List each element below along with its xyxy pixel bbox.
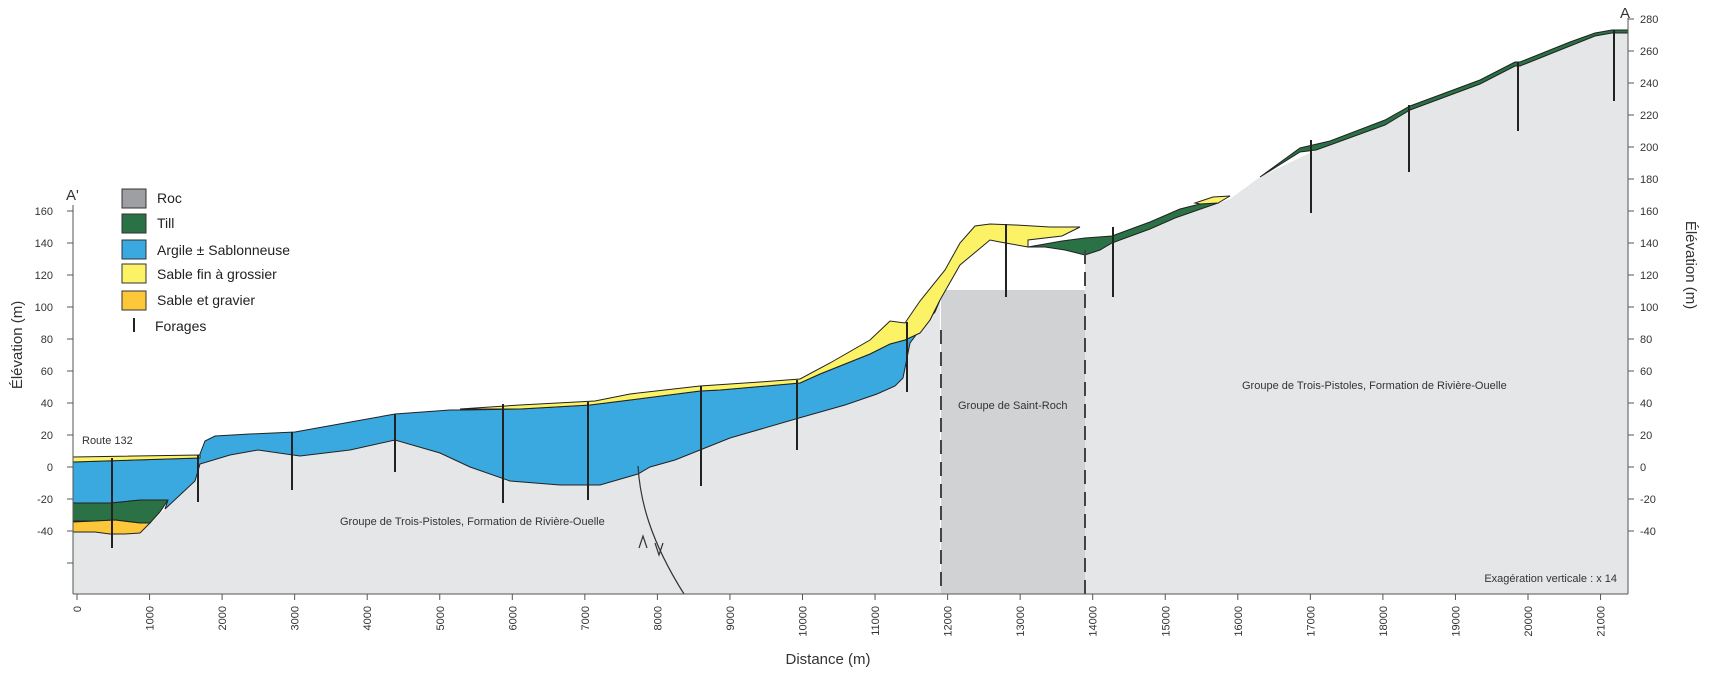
x-axis-ticks: 0 1000 2000 3000 4000 5000 6000 7000 8000 9000 100… [72,594,1608,637]
y-right-tick-label: 80 [1640,334,1652,346]
y-right-tick-label: 60 [1640,366,1652,378]
y-left-tick-label: 60 [41,366,53,378]
y-left-tick-label: 120 [35,270,53,282]
x-tick-label: 17000 [1305,606,1317,637]
y-right-axis-title: Élévation (m) [1682,221,1699,309]
y-right-tick-label: 240 [1640,78,1658,90]
clay-layer [72,299,941,510]
x-tick-label: 14000 [1088,606,1100,637]
x-tick-label: 18000 [1378,606,1390,637]
x-tick-label: 21000 [1596,606,1608,637]
y-right-tick-label: 220 [1640,110,1658,122]
y-right-axis-ticks: 280260240220200180160140120100806040200-… [1628,14,1658,538]
y-right-tick-label: 280 [1640,14,1658,26]
y-left-tick-label: 160 [35,206,53,218]
legend-label-sable-gravier: Sable et gravier [157,292,255,308]
section-start-label: A' [66,187,79,204]
legend-swatch-roc [121,188,147,209]
x-tick-label: 11000 [870,606,882,636]
x-tick-label: 2000 [217,606,229,630]
x-tick-label: 4000 [362,606,374,630]
y-right-tick-label: -40 [1640,526,1656,538]
x-tick-label: 6000 [507,606,519,630]
x-tick-label: 15000 [1160,606,1172,637]
legend-label-roc: Roc [157,190,182,206]
y-left-tick-label: -40 [37,526,53,538]
fault-line [637,465,685,595]
fine-sand-layer-mid [459,223,1081,410]
x-tick-label: 7000 [580,606,592,630]
y-right-tick-label: 20 [1640,430,1652,442]
zone-label-saint-roch: Groupe de Saint-Roch [958,400,1067,412]
legend-label-sable-fin: Sable fin à grossier [157,266,277,282]
legend-label-argile: Argile ± Sablonneuse [157,242,290,258]
y-left-tick-label: 0 [47,462,53,474]
x-tick-label: 16000 [1233,606,1245,637]
bedrock-area [73,30,1628,594]
fine-sand-layer-right [1193,195,1231,205]
y-right-tick-label: 180 [1640,174,1658,186]
x-tick-label: 12000 [943,606,955,637]
y-right-tick-label: 260 [1640,46,1658,58]
y-left-axis-ticks: 160 140 120 100 80 60 40 20 0 -20 -40 [35,206,73,564]
x-axis-title: Distance (m) [785,651,870,668]
y-right-tick-label: 160 [1640,206,1658,218]
saint-roch-zone [941,290,1085,594]
x-tick-label: 19000 [1450,606,1462,637]
y-right-tick-label: 140 [1640,238,1658,250]
y-left-tick-label: 140 [35,238,53,250]
x-tick-label: 8000 [652,606,664,630]
legend-swatch-sable-gravier [121,290,147,311]
y-left-tick-label: 20 [41,430,53,442]
x-tick-label: 10000 [798,606,810,637]
x-tick-label: 1000 [145,606,157,630]
y-right-tick-label: 0 [1640,462,1646,474]
legend: Roc Till Argile ± Sablonneuse Sable fin … [121,188,290,334]
x-tick-label: 0 [72,606,84,612]
fault-arrow-up-icon [638,534,648,549]
section-end-label: A [1620,5,1630,22]
x-tick-label: 13000 [1015,606,1027,637]
zone-label-trois-pistoles-left: Groupe de Trois-Pistoles, Formation de R… [340,516,605,528]
y-left-axis-title: Élévation (m) [9,301,26,389]
y-right-tick-label: 100 [1640,302,1658,314]
x-tick-label: 9000 [725,606,737,630]
fault-arrow-down-icon [654,542,664,557]
road-label: Route 132 [82,435,133,447]
y-right-tick-label: 40 [1640,398,1652,410]
boreholes [111,30,1615,548]
y-right-tick-label: -20 [1640,494,1656,506]
y-left-tick-label: 40 [41,398,53,410]
y-left-tick-label: -20 [37,494,53,506]
zone-label-trois-pistoles-right: Groupe de Trois-Pistoles, Formation de R… [1242,380,1507,392]
y-left-tick-label: 100 [35,302,53,314]
x-tick-label: 3000 [290,606,302,630]
y-right-tick-label: 120 [1640,270,1658,282]
legend-label-forages: Forages [155,318,206,334]
y-right-tick-label: 200 [1640,142,1658,154]
legend-swatch-sable-fin [121,263,147,284]
y-left-tick-label: 80 [41,334,53,346]
legend-label-till: Till [157,215,174,231]
legend-swatch-argile [121,239,147,260]
x-tick-label: 5000 [435,606,447,630]
legend-swatch-till [121,213,147,234]
vertical-exaggeration-note: Exagération verticale : x 14 [1484,573,1617,585]
x-tick-label: 20000 [1523,606,1535,637]
